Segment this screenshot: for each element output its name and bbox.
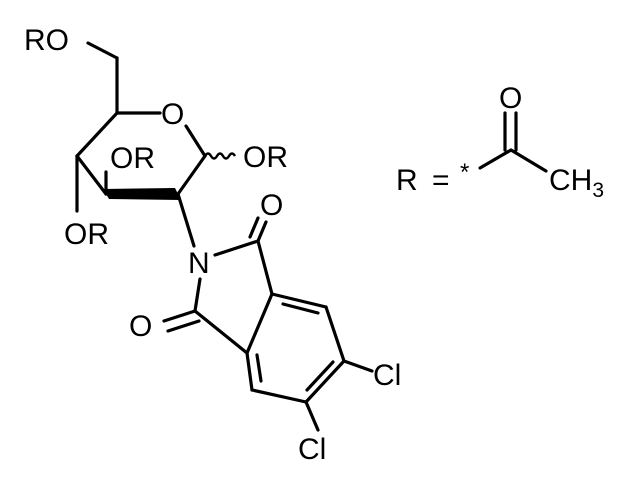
bond-n-ca (213, 239, 260, 257)
atom-label-chlorine-right: Cl (373, 359, 401, 392)
bond-c2-n (176, 192, 196, 248)
bond-ca-o-double-2 (248, 216, 260, 239)
methyl-subscript: 3 (592, 179, 604, 202)
bond-c5-c6 (304, 359, 346, 404)
bond-star-carbonyl-c (478, 148, 513, 170)
bond-ring-o-c1 (184, 124, 207, 158)
bond-n-cb (193, 277, 202, 313)
benzene-ring (245, 292, 346, 404)
attachment-point-star: * (460, 159, 469, 186)
atom-label-chlorine-bottom: Cl (298, 433, 326, 466)
pyranose-ring (75, 111, 207, 200)
atom-label-imide-nitrogen: N (188, 247, 210, 280)
equals-sign: = (432, 164, 450, 197)
bond-c3-c2-front-wedge (103, 188, 181, 200)
bond-c5-c4 (75, 111, 119, 158)
bond-cb-c7a (193, 309, 249, 355)
atom-label-ring-oxygen: O (161, 98, 184, 131)
wavy-bond-anomeric (203, 152, 237, 160)
atom-label-or-anomeric: OR (243, 141, 288, 174)
atom-label-ro-c6: RO (24, 24, 69, 57)
bond-cb-o-double-1 (162, 309, 197, 323)
bond-c1-c2 (176, 154, 207, 196)
bond-c6-o6 (86, 41, 119, 60)
atom-label-or-c3: OR (110, 142, 155, 175)
methyl-ch: CH (549, 164, 592, 197)
bond-c3a-c4 (270, 292, 328, 309)
atom-label-carbonyl-o-top: O (260, 189, 283, 222)
bond-ca-o-double-1 (256, 220, 268, 243)
atom-label-carbonyl-o-bottom: O (129, 310, 152, 343)
bond-c6-cl (304, 400, 320, 432)
methyl-group-label: CH3 (549, 164, 604, 202)
aromatic-inner-2 (305, 360, 335, 392)
atom-label-or-c4: OR (64, 218, 109, 251)
bond-c5-cl (342, 359, 374, 373)
acetyl-carbonyl-oxygen: O (499, 82, 522, 115)
bond-c6-c7 (250, 388, 308, 404)
bond-cb-o-double-2 (166, 319, 201, 333)
bond-c7-c7a (245, 351, 254, 392)
r-label: R (396, 164, 418, 197)
bond-ca-c3a (256, 239, 274, 296)
bond-c4-c5 (324, 305, 346, 363)
aromatic-inner-3 (255, 353, 263, 383)
bond-carbonyl-c-methyl (509, 148, 548, 173)
r-group-definition: R = * O CH3 (396, 82, 604, 202)
bond-c7a-c3a (245, 292, 274, 355)
bond-c4-c3-rear (75, 154, 108, 196)
aromatic-inner-1 (281, 302, 320, 315)
